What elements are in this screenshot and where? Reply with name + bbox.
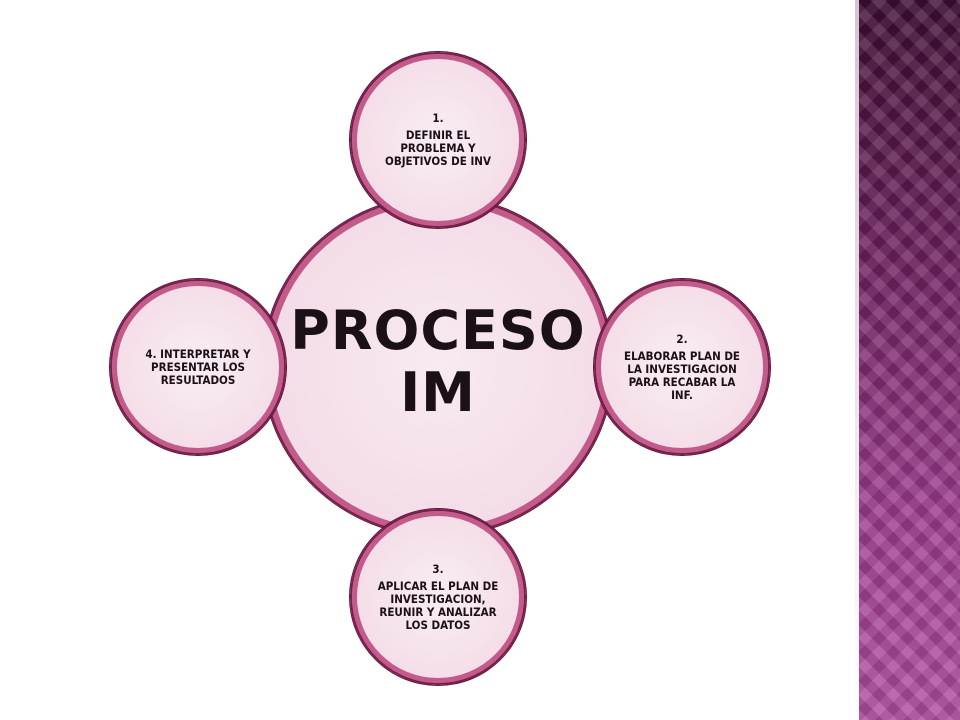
step-1-label: 1. DEFINIR EL PROBLEMA Y OBJETIVOS DE IN… xyxy=(374,112,502,168)
center-label: PROCESO IM xyxy=(290,300,585,424)
step-2-number: 2. xyxy=(676,331,688,346)
step-4-text: 4. INTERPRETAR Y PRESENTAR LOS RESULTADO… xyxy=(145,346,251,387)
step-3-label: 3. APLICAR EL PLAN DE INVESTIGACION, REU… xyxy=(374,561,502,632)
step-3-text: APLICAR EL PLAN DE INVESTIGACION, REUNIR… xyxy=(377,578,499,632)
decorative-side-band xyxy=(855,0,960,720)
center-label-line2: IM xyxy=(400,361,476,424)
step-1-number: 1. xyxy=(432,111,444,125)
step-1-text: DEFINIR EL PROBLEMA Y OBJETIVOS DE INV xyxy=(385,128,491,168)
step-2-text: ELABORAR PLAN DE LA INVESTIGACION PARA R… xyxy=(624,348,740,402)
step-circle-4: 4. INTERPRETAR Y PRESENTAR LOS RESULTADO… xyxy=(110,279,286,455)
center-label-line1: PROCESO xyxy=(290,299,586,362)
step-3-number: 3. xyxy=(432,561,444,576)
step-2-label: 2. ELABORAR PLAN DE LA INVESTIGACION PAR… xyxy=(618,331,746,402)
step-circle-1: 1. DEFINIR EL PROBLEMA Y OBJETIVOS DE IN… xyxy=(350,52,526,228)
step-circle-2: 2. ELABORAR PLAN DE LA INVESTIGACION PAR… xyxy=(594,279,770,455)
step-circle-3: 3. APLICAR EL PLAN DE INVESTIGACION, REU… xyxy=(350,509,526,685)
side-band-edge xyxy=(855,0,859,720)
step-4-label: 4. INTERPRETAR Y PRESENTAR LOS RESULTADO… xyxy=(134,346,262,387)
center-circle: PROCESO IM xyxy=(263,196,613,536)
